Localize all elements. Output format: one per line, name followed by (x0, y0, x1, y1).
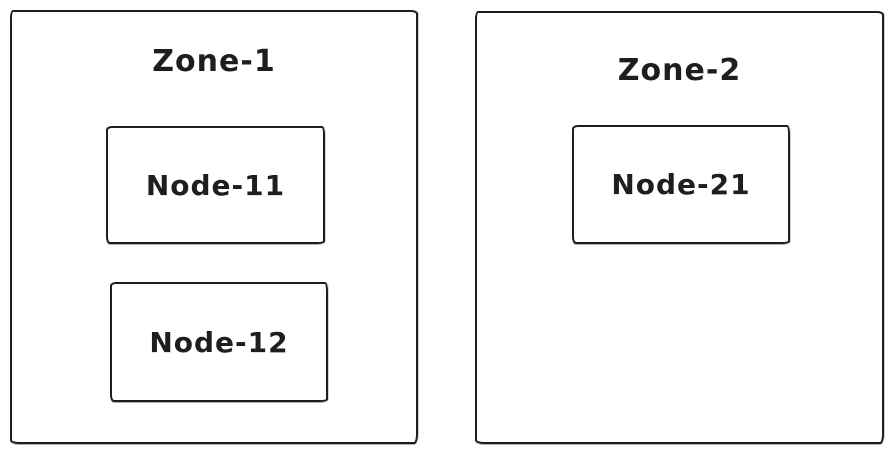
zone-1-label: Zone-1 (152, 44, 276, 79)
node-11-label: Node-11 (145, 168, 286, 202)
node-12-label: Node-12 (149, 325, 289, 359)
zone-2-box: Zone-2 Node-21 (475, 11, 884, 444)
zone-1-box: Zone-1 Node-11 Node-12 (10, 10, 418, 444)
node-11-box: Node-11 (106, 126, 325, 244)
node-12-box: Node-12 (110, 282, 328, 402)
node-21-box: Node-21 (572, 125, 790, 244)
zone-2-label: Zone-2 (617, 53, 742, 88)
node-21-label: Node-21 (611, 168, 751, 201)
